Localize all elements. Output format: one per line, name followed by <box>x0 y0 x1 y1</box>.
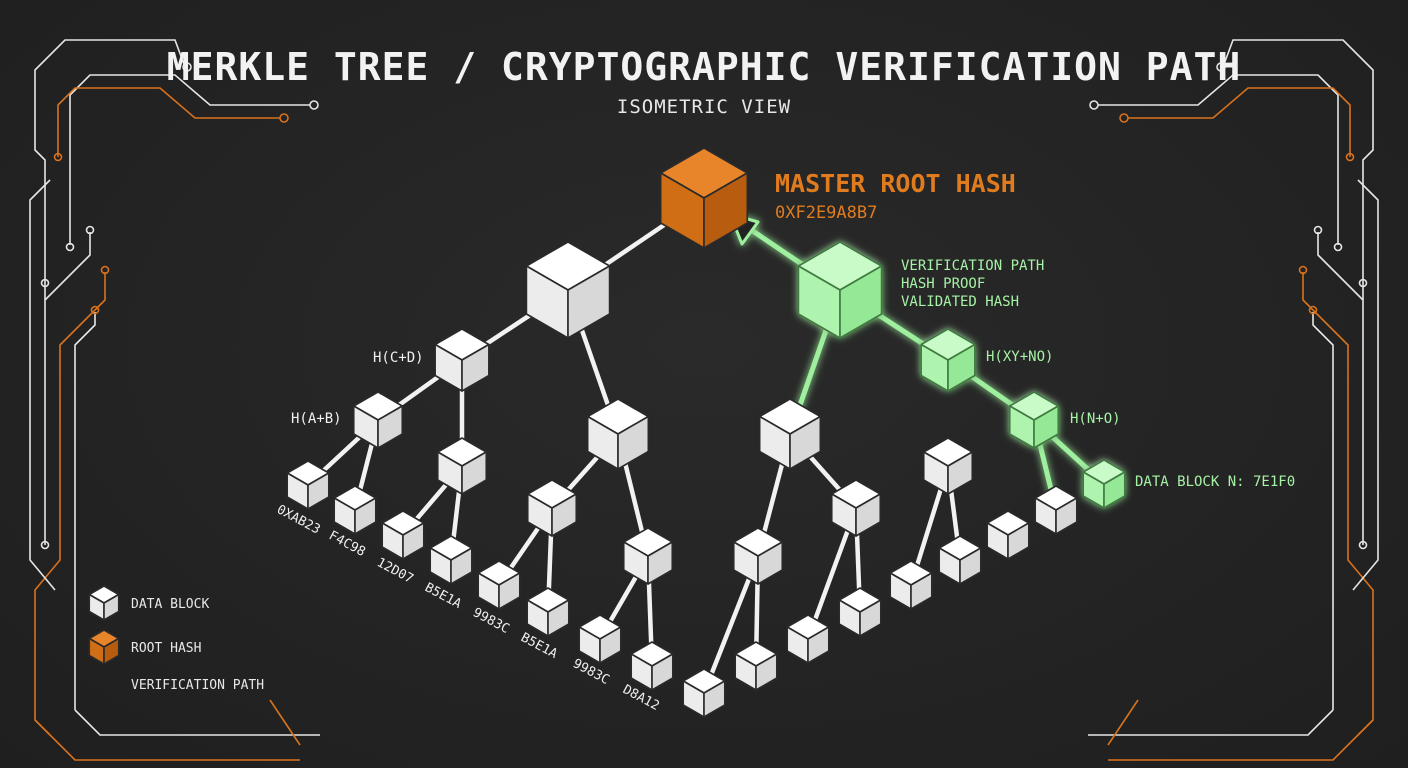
legend-root-hash-label: ROOT HASH <box>131 641 201 656</box>
page-title: MERKLE TREE / CRYPTOGRAPHIC VERIFICATION… <box>167 45 1242 89</box>
leaf-label: B5E1A <box>422 580 464 612</box>
hash-node-cube <box>622 527 674 585</box>
verified-hash-cube <box>1008 391 1060 449</box>
tree-nodes <box>286 147 1126 718</box>
hash-node-cube <box>1034 485 1078 535</box>
hash-node-cube <box>525 241 611 339</box>
hash-node-cube <box>436 437 488 495</box>
hash-node-cube <box>830 479 882 537</box>
verified-hash-cube <box>920 328 976 392</box>
hash-node-cube <box>758 398 822 470</box>
node-label-xyno: H(XY+NO) <box>986 349 1053 365</box>
hash-node-cube <box>786 614 830 664</box>
hash-node-cube <box>381 510 425 560</box>
circuit-top-right <box>1089 39 1374 300</box>
root-hash-cube <box>659 147 749 249</box>
circuit-bottom-left <box>34 699 320 761</box>
leaf-label: 12D07 <box>374 555 416 587</box>
root-hash-title: MASTER ROOT HASH <box>775 169 1016 198</box>
leaf-label: 9983C <box>470 605 512 637</box>
hash-node-cube <box>578 614 622 664</box>
circuit-top-left <box>34 39 319 300</box>
verification-note-2: HASH PROOF <box>901 276 985 292</box>
legend-verification-path-label: VERIFICATION PATH <box>131 678 264 693</box>
hash-node-cube <box>526 587 570 637</box>
leaf-label: 0XAB23 <box>274 502 323 537</box>
hash-node-cube <box>333 485 377 535</box>
page-subtitle: ISOMETRIC VIEW <box>617 96 791 118</box>
hash-node-cube <box>986 510 1030 560</box>
hash-node-cube <box>586 398 650 470</box>
hash-node-cube <box>938 535 982 585</box>
hash-node-cube <box>838 587 882 637</box>
node-label-cd: H(C+D) <box>373 350 424 366</box>
legend-data-block-label: DATA BLOCK <box>131 597 209 612</box>
leaf-label: B5E1A <box>518 630 560 662</box>
circuit-right-side <box>1298 179 1379 736</box>
legend-orange-cube <box>88 629 120 665</box>
legend-data-block-icon <box>88 585 120 621</box>
root-hash-value: 0XF2E9A8B7 <box>775 203 877 223</box>
hash-node-cube <box>352 391 404 449</box>
node-label-ab: H(A+B) <box>291 411 342 427</box>
hash-node-cube <box>477 560 521 610</box>
hash-node-cube <box>630 641 674 691</box>
hash-node-cube <box>429 535 473 585</box>
leaf-label: F4C98 <box>326 528 368 560</box>
verification-note-1: VERIFICATION PATH <box>901 258 1044 274</box>
hash-node-cube <box>889 560 933 610</box>
verified-hash-cube <box>1082 459 1126 509</box>
hash-node-cube <box>434 328 490 392</box>
node-label-data-block-n: DATA BLOCK N: 7E1F0 <box>1135 474 1295 490</box>
legend: DATA BLOCK ROOT HASH VERIFICATION PATH <box>88 585 264 693</box>
node-label-no: H(N+O) <box>1070 411 1121 427</box>
verified-hash-cube <box>797 241 883 339</box>
legend-root-hash-icon <box>88 629 120 665</box>
legend-white-cube <box>88 585 120 621</box>
verification-note-3: VALIDATED HASH <box>901 294 1019 310</box>
hash-node-cube <box>732 527 784 585</box>
hash-node-cube <box>526 479 578 537</box>
hash-node-cube <box>734 641 778 691</box>
leaf-label: 9983C <box>570 656 612 688</box>
circuit-frame-decoration <box>29 39 1379 761</box>
circuit-bottom-right <box>1088 699 1374 761</box>
hash-node-cube <box>922 437 974 495</box>
hash-node-cube <box>286 460 330 510</box>
hash-node-cube <box>682 668 726 718</box>
